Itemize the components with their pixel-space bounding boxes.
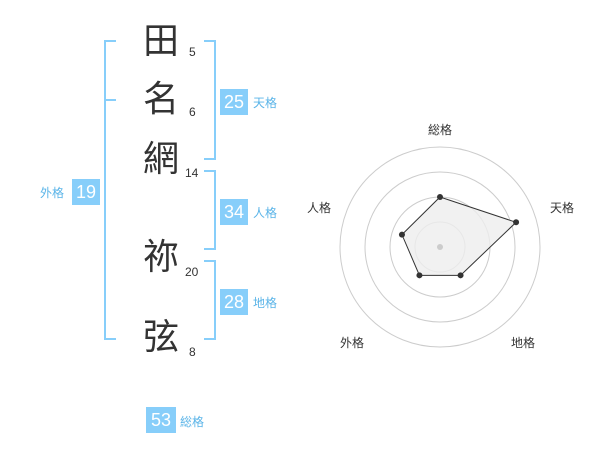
gaikaku-label: 外格 (40, 186, 65, 200)
gaikaku-value: 19 (72, 179, 100, 205)
tenkaku-bracket-vertical (214, 40, 216, 160)
radar-label-jinkaku: 人格 (307, 201, 332, 215)
tenkaku-value: 25 (220, 89, 248, 115)
stroke-count-1: 5 (189, 45, 196, 59)
name-char-2: 名 (143, 79, 180, 120)
radar-point-5 (398, 231, 405, 238)
name-char-4: 祢 (143, 237, 180, 278)
chikaku-bracket-bottom (204, 338, 216, 340)
radar-center (437, 244, 443, 250)
radar-label-chikaku: 地格 (511, 336, 536, 350)
radar-ring-2 (364, 171, 516, 323)
radar-area (401, 196, 518, 276)
stroke-count-5: 8 (189, 345, 196, 359)
stroke-count-4: 20 (185, 265, 199, 279)
radar-chart (339, 146, 541, 348)
gaikaku-bracket-mid (104, 99, 116, 101)
name-char-5: 弦 (143, 317, 180, 358)
gaikaku-bracket-top (104, 40, 116, 42)
jinkaku-label: 人格 (253, 206, 278, 220)
soukaku-label: 総格 (180, 415, 205, 429)
chikaku-value: 28 (220, 289, 248, 315)
chikaku-bracket-vertical (214, 260, 216, 340)
radar-point-3 (457, 272, 464, 279)
radar-point-2 (513, 219, 520, 226)
jinkaku-bracket-vertical (214, 170, 216, 250)
name-char-1: 田 (143, 21, 180, 62)
radar-label-gaikaku: 外格 (340, 336, 365, 350)
jinkaku-bracket-bottom (204, 248, 216, 250)
chikaku-label: 地格 (253, 296, 278, 310)
radar-point-4 (416, 272, 423, 279)
name-char-3: 網 (143, 139, 180, 180)
stroke-count-2: 6 (189, 105, 196, 119)
radar-label-tenkaku: 天格 (550, 201, 575, 215)
tenkaku-bracket-top (204, 40, 216, 42)
gaikaku-bracket-vertical (104, 40, 106, 340)
radar-ring-1 (339, 146, 541, 348)
gaikaku-bracket-bottom (104, 338, 116, 340)
radar-label-soukaku: 総格 (428, 123, 453, 137)
tenkaku-label: 天格 (253, 96, 278, 110)
soukaku-value: 53 (146, 407, 176, 433)
stroke-count-3: 14 (185, 166, 199, 180)
jinkaku-value: 34 (220, 199, 248, 225)
radar-point-1 (437, 194, 443, 200)
chikaku-bracket-top (204, 260, 216, 262)
jinkaku-bracket-top (204, 170, 216, 172)
tenkaku-bracket-bottom (204, 158, 216, 160)
radar-points (398, 194, 520, 279)
